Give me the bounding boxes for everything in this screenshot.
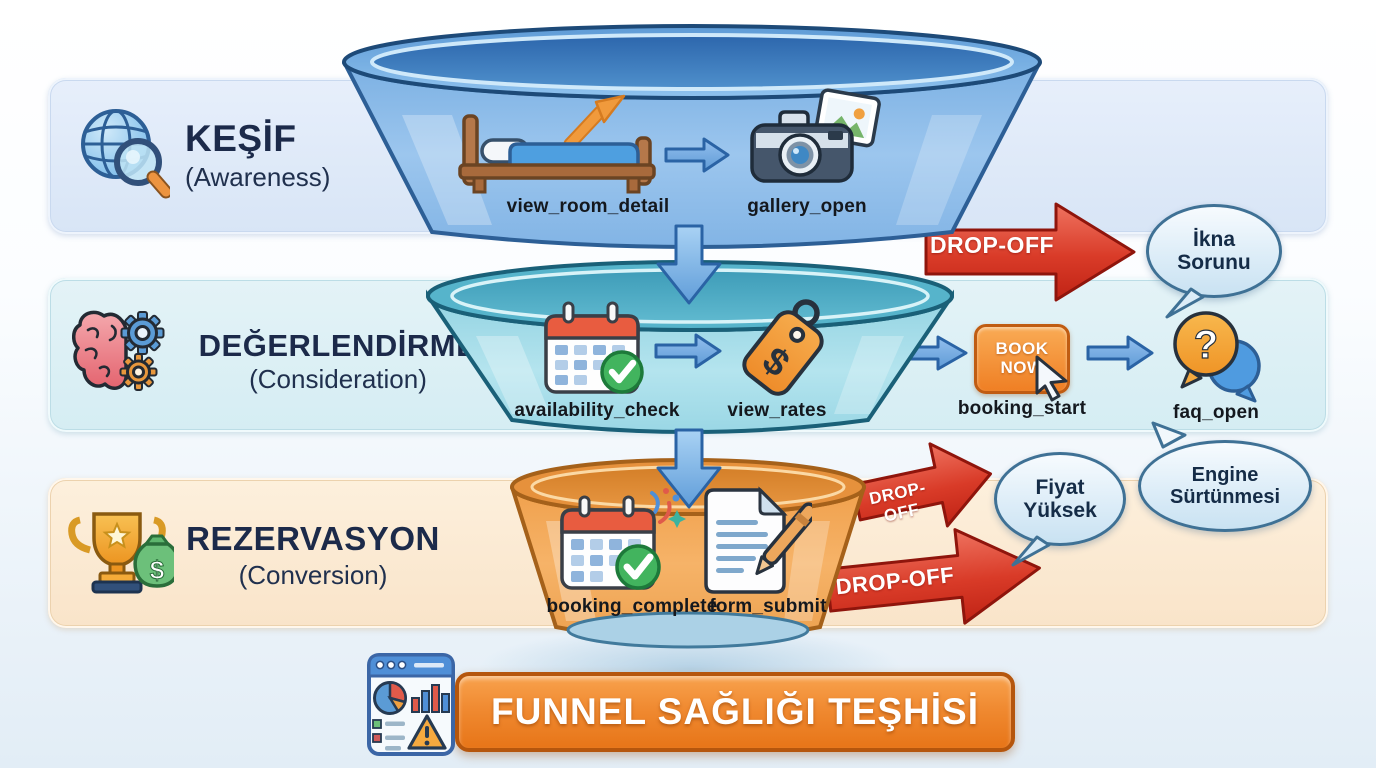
stage-subtitle-conversion: (Conversion) — [238, 560, 388, 590]
book-now-line1: BOOK — [995, 339, 1049, 359]
globe-search-icon — [81, 109, 170, 199]
brain-gears-icon — [72, 310, 165, 391]
document-pen-icon — [704, 486, 812, 594]
dollar-glyph: $ — [150, 555, 165, 585]
book-now-line2: NOW — [1000, 358, 1044, 377]
arrow-booknow-to-faq — [1086, 335, 1154, 371]
banner-title: FUNNEL SAĞLIĞI TEŞHİSİ — [491, 691, 979, 732]
trophy-money-icon: $ — [68, 512, 174, 594]
cursor-icon — [1035, 355, 1068, 402]
stage-title-awareness: KEŞİF — [185, 118, 297, 159]
arrow-bed-to-camera — [664, 137, 730, 173]
book-now-button-graphic: BOOK NOW — [974, 324, 1070, 394]
calendar-check-icon — [544, 301, 644, 394]
event-label-form-submit: form_submit — [709, 596, 827, 617]
dashboard-report-icon — [367, 653, 455, 756]
bubble-fiyat-yuksek: Fiyat Yüksek — [994, 452, 1126, 567]
event-label-faq-open: faq_open — [1172, 402, 1260, 423]
dropoff-arrow-consideration: DROP-OFF — [845, 426, 1004, 549]
gear-blue-icon — [120, 311, 165, 355]
question-mark-glyph: ? — [1194, 323, 1218, 367]
camera-icon — [750, 88, 881, 183]
event-label-booking-complete: booking_complete — [546, 596, 718, 617]
event-label-view-rates: view_rates — [727, 400, 827, 421]
bubble-ikna-sorunu: İkna Sorunu — [1146, 204, 1282, 319]
dropoff-arrow-conversion: DROP-OFF — [821, 517, 1048, 641]
price-tag-icon: $ — [742, 299, 824, 396]
arrow-down-consideration-to-conversion — [656, 428, 722, 509]
stage-title-consideration: DEĞERLENDİRME — [198, 328, 478, 363]
dropoff-arrow-awareness: DROP-OFF — [924, 200, 1138, 304]
bubble-engine-surtunmesi: Engine Sürtünmesi — [1138, 421, 1312, 532]
bed-icon — [458, 94, 656, 194]
event-label-booking-start: booking_start — [957, 398, 1087, 419]
calendar-confetti-icon — [560, 488, 686, 590]
event-label-view-room-detail: view_room_detail — [506, 196, 670, 217]
faq-bubbles-icon: ? — [1173, 311, 1261, 403]
stage-subtitle-awareness: (Awareness) — [185, 162, 331, 192]
event-label-gallery-open: gallery_open — [747, 196, 867, 217]
gear-orange-icon — [119, 353, 158, 391]
dropoff-label: DROP-OFF — [929, 232, 1055, 258]
banner-funnel-health: FUNNEL SAĞLIĞI TEŞHİSİ — [455, 672, 1015, 752]
event-label-availability-check: availability_check — [514, 400, 680, 421]
arrow-calendar-to-rates — [654, 333, 722, 369]
arrow-down-awareness-to-consideration — [656, 224, 722, 305]
stage-subtitle-consideration: (Consideration) — [249, 364, 427, 394]
stage-title-conversion: REZERVASYON — [186, 520, 440, 557]
